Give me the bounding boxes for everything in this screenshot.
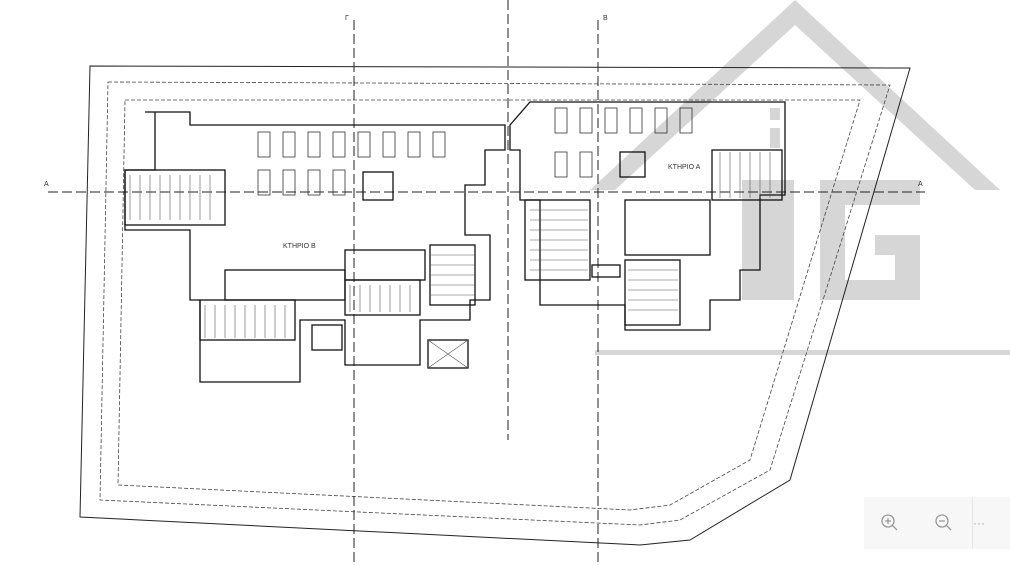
- axis-label-gamma: Γ: [345, 15, 349, 22]
- zoom-in-button[interactable]: [876, 509, 904, 537]
- more-options-button[interactable]: ···: [972, 497, 985, 549]
- zoom-in-icon: [881, 514, 898, 531]
- zoom-out-icon: [935, 514, 952, 531]
- axis-label-b: Β: [603, 15, 608, 22]
- site-boundary: [79, 65, 911, 546]
- building-a: [509, 101, 786, 331]
- setback-line: [99, 81, 891, 526]
- section-marker-right: A: [918, 181, 923, 188]
- building-a-label: ΚΤΗΡΙΟ Α: [668, 164, 701, 171]
- watermark-logo: [590, 0, 1010, 355]
- zoom-controls: ···: [864, 497, 1010, 549]
- building-b: [124, 111, 506, 383]
- zoom-out-button[interactable]: [930, 509, 958, 537]
- section-marker-left: A: [44, 181, 49, 188]
- building-b-label: ΚΤΗΡΙΟ Β: [283, 243, 316, 250]
